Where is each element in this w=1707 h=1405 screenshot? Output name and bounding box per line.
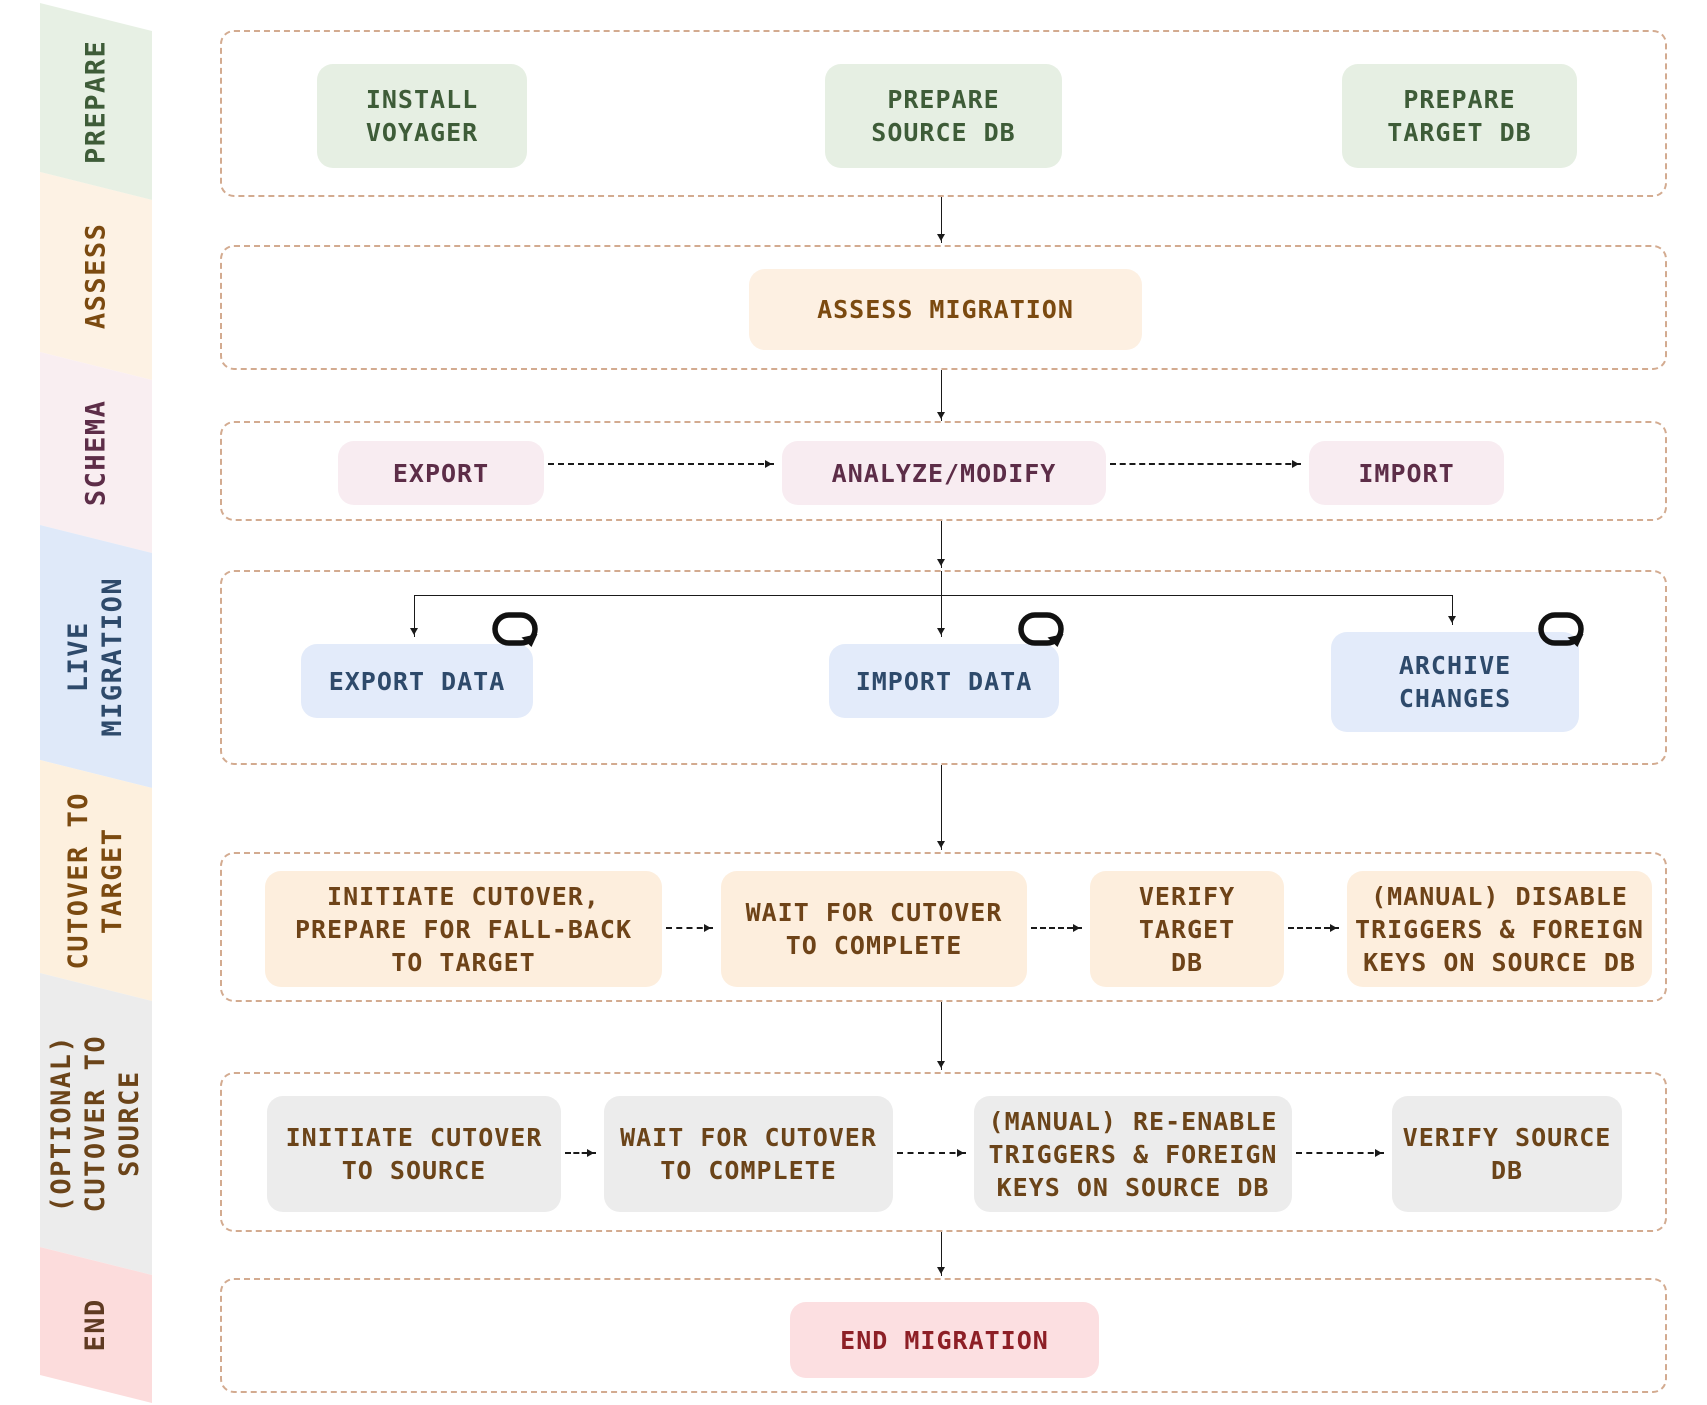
row-end: END MIGRATION: [220, 1278, 1667, 1393]
phase-segment-optional-cutover-to-source: (OPTIONAL) CUTOVER TO SOURCE: [40, 973, 152, 1275]
node-export-data: EXPORT DATA: [301, 644, 533, 718]
row-optional-cutover-to-source: INITIATE CUTOVER TO SOURCE WAIT FOR CUTO…: [220, 1072, 1667, 1232]
node-archive-changes: ARCHIVE CHANGES: [1331, 632, 1579, 732]
node-manual-reenable-triggers: (MANUAL) RE-ENABLE TRIGGERS & FOREIGN KE…: [974, 1096, 1292, 1212]
row-schema: EXPORT ANALYZE/MODIFY IMPORT: [220, 421, 1667, 521]
node-assess-migration: ASSESS MIGRATION: [749, 269, 1142, 350]
phase-segment-live-migration: LIVE MIGRATION: [40, 525, 152, 788]
phase-segment-end: END: [40, 1247, 152, 1403]
dashed-arrow-optional-2-3: [897, 1148, 966, 1157]
dashed-arrow-optional-1-2: [565, 1148, 596, 1157]
node-initiate-cutover-to-source: INITIATE CUTOVER TO SOURCE: [267, 1096, 561, 1212]
flow-arrow-cutover-optional: [937, 1002, 945, 1070]
dashed-arrow-cutover-3-4: [1288, 923, 1339, 932]
repeat-loop-icon: [1018, 612, 1064, 647]
node-initiate-cutover-to-target: INITIATE CUTOVER, PREPARE FOR FALL-BACK …: [265, 871, 662, 987]
flow-arrow-prepare-assess: [937, 197, 945, 243]
flow-arrow-live-cutover: [937, 765, 945, 850]
row-assess: ASSESS MIGRATION: [220, 245, 1667, 370]
branch-line-horizontal: [415, 595, 1453, 596]
node-schema-import: IMPORT: [1309, 441, 1504, 505]
row-cutover-to-target: INITIATE CUTOVER, PREPARE FOR FALL-BACK …: [220, 852, 1667, 1002]
row-prepare: INSTALL VOYAGER PREPARE SOURCE DB PREPAR…: [220, 30, 1667, 197]
node-verify-target-db: VERIFY TARGET DB: [1090, 871, 1284, 987]
dashed-arrow-optional-3-4: [1296, 1148, 1384, 1157]
row-live-migration: EXPORT DATA IMPORT DATA ARCHIVE CHANGES: [220, 570, 1667, 765]
phase-segment-prepare: PREPARE: [40, 3, 152, 200]
phase-label-cutover-to-target: CUTOVER TO TARGET: [63, 791, 128, 970]
dashed-arrow-cutover-1-2: [666, 923, 713, 932]
phase-label-assess: ASSESS: [80, 222, 112, 330]
node-prepare-target-db: PREPARE TARGET DB: [1342, 64, 1577, 168]
branch-arrow-archive-changes: [1448, 595, 1456, 625]
phase-label-live-migration: LIVE MIGRATION: [63, 576, 128, 737]
node-prepare-source-db: PREPARE SOURCE DB: [825, 64, 1062, 168]
node-wait-cutover-target: WAIT FOR CUTOVER TO COMPLETE: [721, 871, 1027, 987]
phase-segment-schema: SCHEMA: [40, 352, 152, 553]
node-verify-source-db: VERIFY SOURCE DB: [1392, 1096, 1622, 1212]
dashed-arrow-cutover-2-3: [1031, 923, 1082, 932]
node-install-voyager: INSTALL VOYAGER: [317, 64, 527, 168]
flow-arrow-assess-schema: [937, 370, 945, 421]
phase-label-prepare: PREPARE: [80, 39, 112, 164]
repeat-loop-icon: [492, 612, 538, 647]
dashed-arrow-analyze-import: [1110, 459, 1301, 468]
phase-segment-cutover-to-target: CUTOVER TO TARGET: [40, 760, 152, 1001]
flow-arrow-schema-live: [937, 521, 945, 568]
node-wait-cutover-source: WAIT FOR CUTOVER TO COMPLETE: [604, 1096, 893, 1212]
phase-segment-assess: ASSESS: [40, 172, 152, 380]
node-schema-export: EXPORT: [338, 441, 544, 505]
branch-arrow-export-data: [410, 595, 418, 637]
node-import-data: IMPORT DATA: [829, 644, 1059, 718]
node-manual-disable-triggers: (MANUAL) DISABLE TRIGGERS & FOREIGN KEYS…: [1347, 871, 1652, 987]
repeat-loop-icon: [1538, 612, 1584, 647]
flow-arrow-optional-end: [937, 1232, 945, 1276]
phase-label-end: END: [80, 1298, 112, 1352]
phase-label-schema: SCHEMA: [80, 399, 112, 506]
phase-sidebar: PREPARE ASSESS SCHEMA LIVE MIGRATION CUT…: [40, 3, 152, 1403]
branch-arrow-import-data: [937, 571, 945, 637]
dashed-arrow-export-analyze: [548, 459, 774, 468]
node-end-migration: END MIGRATION: [790, 1302, 1099, 1378]
node-schema-analyze-modify: ANALYZE/MODIFY: [782, 441, 1106, 505]
phase-label-optional-cutover-to-source: (OPTIONAL) CUTOVER TO SOURCE: [46, 1035, 145, 1213]
